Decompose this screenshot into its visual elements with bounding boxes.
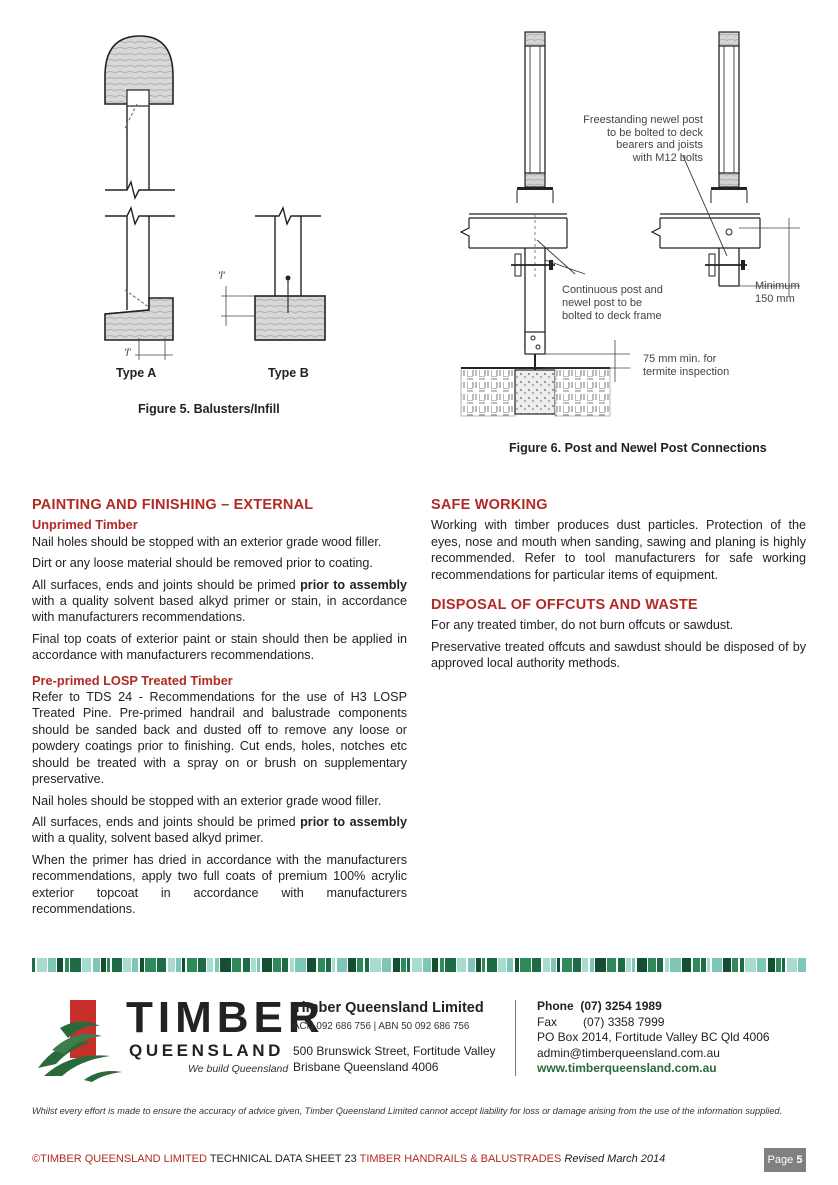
decorative-stripe-band	[32, 958, 806, 972]
fig6-freestanding-line: Freestanding newel post	[583, 114, 703, 126]
fig6-freestanding-line: bearers and joists	[616, 139, 703, 151]
safe-p1: Working with timber produces dust partic…	[431, 518, 806, 582]
address-line-2: Brisbane Queensland 4006	[293, 1059, 439, 1074]
fax-label: Fax	[537, 1014, 558, 1029]
unprimed-p3-c: with a quality solvent based alkyd prime…	[32, 594, 407, 625]
preprimed-p1: Refer to TDS 24 - Recommendations for th…	[32, 690, 407, 787]
fax-row: Fax (07) 3358 7999	[537, 1015, 770, 1031]
preprimed-p3: All surfaces, ends and joints should be …	[32, 814, 407, 847]
timber-queensland-logo-mark	[38, 1000, 122, 1082]
company-name: Timber Queensland Limited	[293, 1000, 484, 1016]
bottom-date: Revised March 2014	[561, 1153, 666, 1165]
type-b-label: Type B	[268, 366, 309, 380]
fig6-minimum-line: Minimum	[755, 280, 800, 292]
preprimed-p3-a: All surfaces, ends and joints should be …	[32, 814, 301, 829]
bottom-tds: TECHNICAL DATA SHEET 23	[206, 1153, 360, 1165]
website-link[interactable]: www.timberqueensland.com.au	[537, 1061, 717, 1075]
page-label: Page	[767, 1154, 794, 1166]
disposal-p1: For any treated timber, do not burn offc…	[431, 618, 734, 633]
fig6-termite-label: 75 mm min. for termite inspection	[643, 353, 729, 379]
bottom-copyright: ©TIMBER QUEENSLAND LIMITED	[32, 1153, 207, 1165]
unprimed-subheading: Unprimed Timber	[32, 517, 138, 533]
preprimed-subheading: Pre-primed LOSP Treated Timber	[32, 672, 233, 688]
unprimed-p3-bold: prior to assembly	[300, 577, 407, 592]
painting-section: PAINTING AND FINISHING – EXTERNAL Unprim…	[32, 497, 407, 922]
disclaimer: Whilst every effort is made to ensure th…	[32, 1106, 783, 1116]
fig6-continuous-label: Continuous post and newel post to be bol…	[562, 284, 663, 323]
fig6-freestanding-line: with M12 bolts	[632, 151, 703, 164]
fig6-continuous-line: bolted to deck frame	[562, 310, 662, 322]
figure-6-drawing	[459, 31, 800, 417]
fig6-freestanding-label: Freestanding newel post to be bolted to …	[560, 114, 703, 164]
page-number-badge: Page 5	[764, 1148, 806, 1172]
painting-heading: PAINTING AND FINISHING – EXTERNAL	[32, 497, 314, 513]
bottom-title: TIMBER HANDRAILS & BALUSTRADES	[359, 1153, 562, 1165]
fax-value: (07) 3358 7999	[583, 1014, 665, 1029]
unprimed-p1: Nail holes should be stopped with an ext…	[32, 534, 382, 549]
preprimed-p3-c: with a quality, solvent based alkyd prim…	[32, 831, 264, 846]
email-link[interactable]: admin@timberqueensland.com.au	[537, 1045, 720, 1060]
logo-wordmark-timber: TIMBER	[126, 993, 325, 1042]
phone-label: Phone	[537, 999, 574, 1013]
unprimed-p2: Dirt or any loose material should be rem…	[32, 556, 373, 571]
fig6-freestanding-line: to be bolted to deck	[606, 126, 703, 139]
address-line-1: 500 Brunswick Street, Fortitude Valley	[293, 1044, 496, 1058]
preprimed-p3-bold: prior to assembly	[300, 814, 407, 829]
company-address: 500 Brunswick Street, Fortitude Valley B…	[293, 1044, 496, 1075]
disposal-p2: Preservative treated offcuts and sawdust…	[431, 639, 806, 671]
fig6-termite-line: termite inspection	[643, 366, 730, 378]
fig6-termite-line: 75 mm min. for	[643, 353, 717, 365]
figure-5-drawing	[104, 35, 326, 360]
logo-wordmark-queensland: QUEENSLAND	[129, 1041, 285, 1060]
logo-tagline: We build Queensland	[188, 1063, 289, 1075]
contact-block: Phone (07) 3254 1989 Fax (07) 3358 7999 P…	[537, 999, 770, 1077]
fig5-l-label-b: 'l'	[218, 270, 225, 282]
po-box: PO Box 2014, Fortitude Valley BC Qld 400…	[537, 1030, 770, 1044]
fig6-minimum-line: 150 mm	[755, 293, 795, 305]
type-a-label: Type A	[116, 366, 157, 380]
preprimed-p2: Nail holes should be stopped with an ext…	[32, 793, 382, 808]
unprimed-p4: Final top coats of exterior paint or sta…	[32, 631, 407, 663]
fig6-continuous-line: Continuous post and	[562, 284, 663, 296]
safe-heading: SAFE WORKING	[431, 497, 548, 513]
phone-value: (07) 3254 1989	[580, 999, 662, 1013]
fig6-continuous-line: newel post to be	[562, 297, 643, 309]
company-acn: ACN 092 686 756 | ABN 50 092 686 756	[293, 1021, 470, 1032]
footer-divider	[515, 1000, 516, 1076]
phone-row: Phone (07) 3254 1989	[537, 999, 770, 1015]
fig6-minimum-label: Minimum 150 mm	[755, 280, 800, 306]
disposal-heading: DISPOSAL OF OFFCUTS AND WASTE	[431, 597, 698, 614]
bottom-line: ©TIMBER QUEENSLAND LIMITED TECHNICAL DAT…	[32, 1153, 665, 1165]
page-number: 5	[796, 1154, 803, 1166]
unprimed-p3-a: All surfaces, ends and joints should be …	[32, 577, 301, 592]
safe-working-section: SAFE WORKING Working with timber produce…	[431, 497, 806, 677]
preprimed-p4: When the primer has dried in accordance …	[32, 852, 407, 916]
unprimed-p3: All surfaces, ends and joints should be …	[32, 577, 407, 626]
fig5-l-label-a: 'l'	[124, 347, 131, 359]
figure-6-caption: Figure 6. Post and Newel Post Connection…	[509, 441, 767, 455]
figure-5-caption: Figure 5. Balusters/Infill	[138, 402, 280, 416]
